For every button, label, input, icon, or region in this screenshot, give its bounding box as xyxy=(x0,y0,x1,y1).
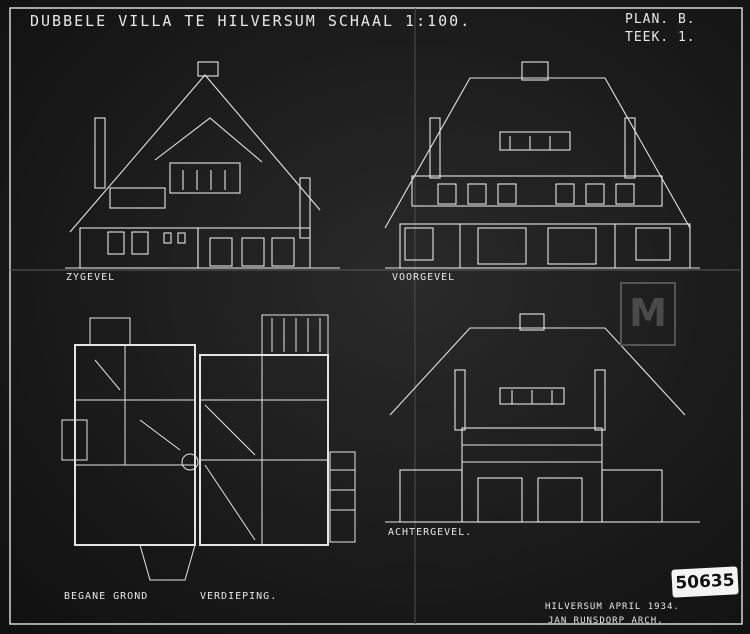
signature-architect: JAN RUNSDORP ARCH. xyxy=(548,616,664,626)
sheet-number: TEEK. 1. xyxy=(625,30,696,45)
front-elevation-drawing xyxy=(384,61,700,269)
front-elevation-label: VOORGEVEL xyxy=(392,272,456,283)
sheet-border xyxy=(9,7,743,625)
upper-floor-label: VERDIEPING. xyxy=(200,591,278,602)
ground-floor-label: BEGANE GROND xyxy=(64,591,149,602)
ground-floor-plan-drawing xyxy=(61,317,199,581)
plan-code: PLAN. B. xyxy=(625,12,696,27)
rear-elevation-label: ACHTERGEVEL. xyxy=(388,527,473,538)
archive-stamp: 50635 xyxy=(671,566,739,598)
side-elevation-label: ZYGEVEL xyxy=(66,272,116,283)
signature-place-date: HILVERSUM APRIL 1934. xyxy=(545,602,680,612)
side-elevation-drawing xyxy=(65,61,340,269)
corner-mark: M xyxy=(620,282,676,346)
upper-floor-plan-drawing xyxy=(199,314,356,546)
sheet-title: DUBBELE VILLA TE HILVERSUM SCHAAL 1:100. xyxy=(30,12,472,30)
rear-elevation-drawing xyxy=(385,313,700,523)
